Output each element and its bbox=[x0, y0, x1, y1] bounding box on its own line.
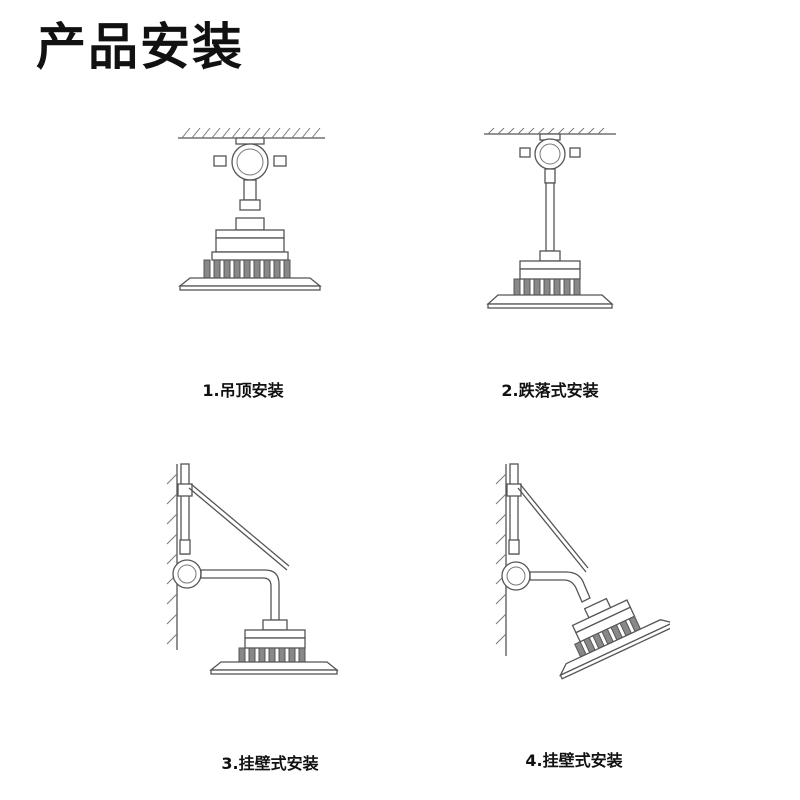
ceiling-mount-drawing bbox=[178, 127, 325, 291]
page-title: 产品安装 bbox=[36, 18, 244, 76]
wall-mount-drawing bbox=[166, 463, 339, 675]
wall-mount-diagram bbox=[155, 460, 355, 680]
method-1-caption: 1.吊顶安装 bbox=[202, 381, 284, 400]
pendant-mount-diagram bbox=[480, 128, 620, 318]
tilted-wall-mount-drawing bbox=[495, 463, 670, 680]
method-4-caption: 4.挂壁式安装 bbox=[525, 751, 623, 770]
tilted-wall-mount-diagram bbox=[490, 460, 670, 680]
method-3-caption: 3.挂壁式安装 bbox=[221, 754, 319, 773]
pendant-mount-drawing bbox=[484, 128, 616, 309]
ceiling-mount-diagram bbox=[170, 120, 330, 300]
method-2-caption: 2.跌落式安装 bbox=[501, 381, 599, 400]
